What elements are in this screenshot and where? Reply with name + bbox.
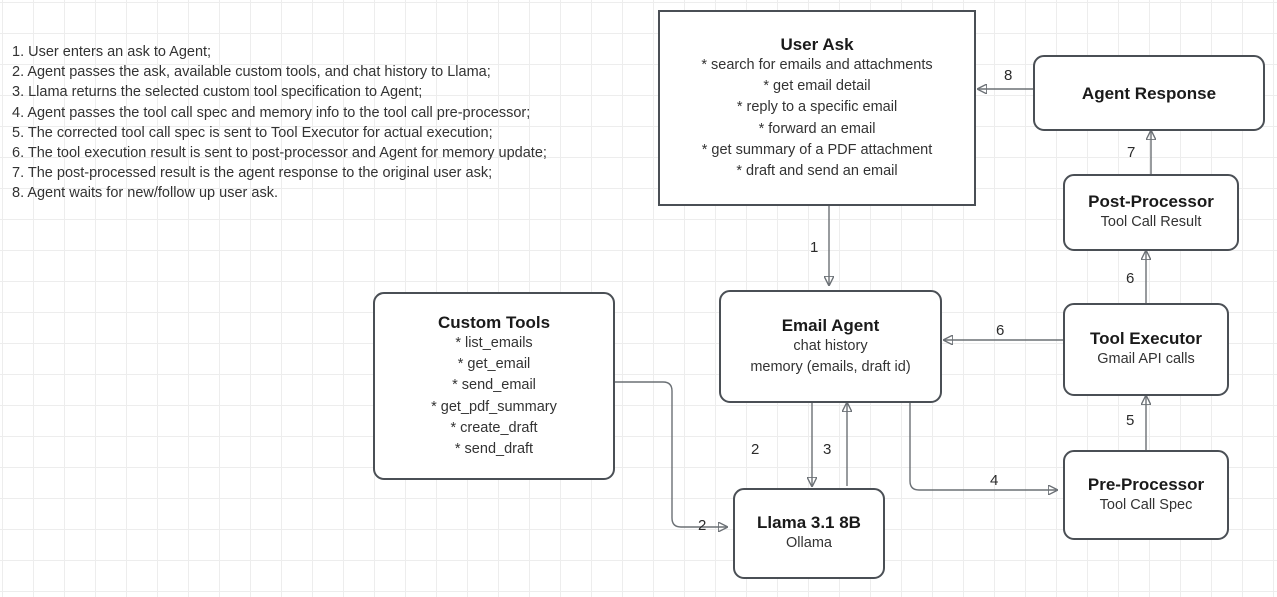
node-user-ask-item-2: * get email detail — [763, 77, 871, 94]
node-user-ask-item-5: * get summary of a PDF attachment — [701, 141, 933, 158]
node-post-processor-title: Post-Processor — [1088, 192, 1214, 212]
edge-label-1: 1 — [810, 239, 819, 256]
node-llama-subtitle: Ollama — [786, 535, 832, 552]
node-llama[interactable]: Llama 3.1 8B Ollama — [733, 488, 885, 579]
node-pre-processor-subtitle: Tool Call Spec — [1099, 496, 1193, 513]
edge-label-2-agent-llama: 2 — [751, 441, 760, 458]
legend-line-2: 2. Agent passes the ask, available custo… — [12, 64, 491, 81]
edge-label-6-exec-post: 6 — [1126, 270, 1135, 287]
edge-label-5: 5 — [1126, 412, 1135, 429]
node-tool-executor[interactable]: Tool Executor Gmail API calls — [1063, 303, 1229, 396]
node-post-processor[interactable]: Post-Processor Tool Call Result — [1063, 174, 1239, 251]
edge-2-tools-llama-path — [615, 381, 727, 527]
node-pre-processor[interactable]: Pre-Processor Tool Call Spec — [1063, 450, 1229, 540]
edge-label-8: 8 — [1004, 67, 1013, 84]
node-custom-tools-item-4: * get_pdf_summary — [431, 398, 557, 415]
node-custom-tools-item-1: * list_emails — [455, 334, 533, 351]
edge-label-2-tools-llama: 2 — [698, 517, 707, 534]
node-agent-response[interactable]: Agent Response — [1033, 55, 1265, 131]
edge-label-6-exec-agent: 6 — [996, 322, 1005, 339]
legend-block: 1. User enters an ask to Agent; 2. Agent… — [12, 42, 632, 204]
node-custom-tools-item-2: * get_email — [457, 355, 531, 372]
node-tool-executor-subtitle: Gmail API calls — [1097, 351, 1195, 368]
node-custom-tools-item-3: * send_email — [452, 377, 536, 394]
legend-line-3: 3. Llama returns the selected custom too… — [12, 84, 423, 101]
node-tool-executor-title: Tool Executor — [1089, 329, 1203, 349]
legend-line-8: 8. Agent waits for new/follow up user as… — [12, 185, 278, 202]
edge-label-7: 7 — [1127, 144, 1136, 161]
node-custom-tools-item-5: * create_draft — [450, 419, 538, 436]
node-user-ask-title: User Ask — [780, 34, 854, 54]
node-user-ask-item-1: * search for emails and attachments — [701, 56, 933, 73]
node-custom-tools-title: Custom Tools — [437, 312, 551, 332]
node-custom-tools[interactable]: Custom Tools * list_emails * get_email *… — [373, 292, 615, 480]
legend-line-4: 4. Agent passes the tool call spec and m… — [12, 104, 531, 121]
node-user-ask-item-6: * draft and send an email — [736, 163, 898, 180]
node-custom-tools-item-6: * send_draft — [454, 441, 534, 458]
node-email-agent-subtitle-2: memory (emails, draft id) — [750, 359, 911, 375]
node-pre-processor-title: Pre-Processor — [1087, 474, 1205, 494]
node-agent-response-title: Agent Response — [1081, 83, 1217, 103]
node-post-processor-subtitle: Tool Call Result — [1100, 214, 1202, 231]
edge-label-4: 4 — [990, 472, 999, 489]
node-user-ask-item-3: * reply to a specific email — [736, 99, 898, 116]
edge-4-path — [909, 403, 1057, 490]
legend-line-7: 7. The post-processed result is the agen… — [12, 165, 493, 182]
legend-line-5: 5. The corrected tool call spec is sent … — [12, 124, 493, 141]
node-email-agent-subtitle-1: chat history — [793, 337, 868, 354]
legend-line-6: 6. The tool execution result is sent to … — [12, 145, 547, 162]
legend-line-1: 1. User enters an ask to Agent; — [12, 44, 212, 60]
node-email-agent-title: Email Agent — [781, 315, 880, 335]
node-user-ask[interactable]: User Ask * search for emails and attachm… — [658, 10, 976, 206]
node-email-agent[interactable]: Email Agent chat history memory (emails,… — [719, 290, 942, 403]
edge-label-3: 3 — [823, 441, 832, 458]
node-user-ask-item-4: * forward an email — [758, 120, 876, 137]
node-llama-title: Llama 3.1 8B — [757, 513, 861, 533]
